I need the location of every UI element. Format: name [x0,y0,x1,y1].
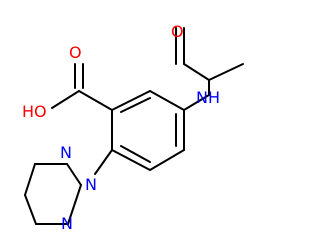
oxygen-label-top: O [171,22,184,41]
bond-triazole-ring [94,149,113,175]
bond-carboxyl-oh [51,90,80,109]
bond-ring-5 [111,149,151,171]
oxygen-label-carboxyl: O [69,43,82,62]
triazole-n2-label: N [85,175,97,194]
bond-amide-carbonyl [183,63,210,81]
bond-triazole-2 [24,163,36,196]
triazole-n1-label: N [60,143,72,162]
bond-triazole-5 [67,184,82,225]
bond-triazole-6 [66,163,82,186]
bond-carboxyl-ring [78,90,113,111]
molecule-canvas: O NH O HO N N N [22,22,244,233]
bond-ring-2 [149,90,185,111]
bond-ring-4 [149,149,185,171]
hydroxyl-label: HO [22,102,47,121]
bond-triazole-3 [24,194,37,225]
amide-nh-label: NH [196,88,220,107]
molecule-structure: O NH O HO N N N [22,22,244,233]
triazole-n3-label: N [61,214,73,233]
bond-amide-ring [183,94,210,111]
bond-ring-inner-3 [120,145,151,163]
bond-ring-1 [111,90,151,111]
bond-ring-inner-1 [120,97,151,113]
bond-amide-methyl [208,63,244,81]
